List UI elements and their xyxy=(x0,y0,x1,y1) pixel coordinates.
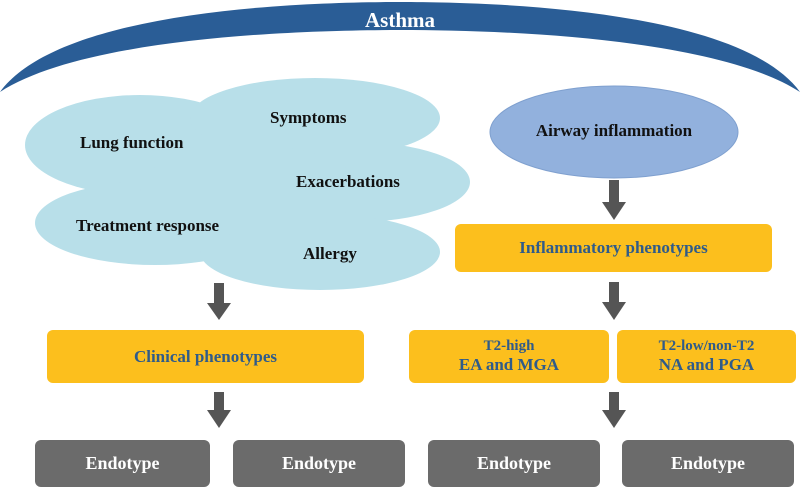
cloud-label-treatment-response: Treatment response xyxy=(76,216,220,235)
arrow-inflammatory-to-t2 xyxy=(602,282,626,320)
t2-low-line1: T2-low/non-T2 xyxy=(658,338,755,354)
endotype-box-1: Endotype xyxy=(35,440,210,487)
cloud-label-symptoms: Symptoms xyxy=(270,108,347,127)
t2-low-line2: NA and PGA xyxy=(658,355,755,374)
arrow-airway-to-inflammatory xyxy=(602,180,626,220)
cloud-label-lung-function: Lung function xyxy=(80,133,184,152)
airway-inflammation-oval xyxy=(489,85,739,179)
clinical-phenotypes-box: Clinical phenotypes xyxy=(47,330,364,383)
endotype-box-3: Endotype xyxy=(428,440,600,487)
inflammatory-phenotypes-label: Inflammatory phenotypes xyxy=(519,238,708,257)
t2-high-line2: EA and MGA xyxy=(458,355,560,374)
airway-inflammation-label: Airway inflammation xyxy=(535,121,693,140)
asthma-title: Asthma xyxy=(364,8,435,32)
clinical-phenotypes-label: Clinical phenotypes xyxy=(133,346,278,366)
arrows xyxy=(207,180,626,428)
endotype-box-4: Endotype xyxy=(622,440,794,487)
t2-high-box: T2-high EA and MGA xyxy=(409,330,609,383)
arrow-t2-to-endotype xyxy=(602,392,626,428)
cloud-label-exacerbations: Exacerbations xyxy=(296,172,400,191)
clinical-cloud xyxy=(25,78,470,290)
t2-low-box: T2-low/non-T2 NA and PGA xyxy=(617,330,796,383)
cloud-label-allergy: Allergy xyxy=(303,244,357,263)
endotype-box-2: Endotype xyxy=(233,440,405,487)
arrow-clinical-to-endotype xyxy=(207,392,231,428)
inflammatory-phenotypes-box: Inflammatory phenotypes xyxy=(455,224,772,272)
asthma-arc xyxy=(0,2,800,92)
arrow-cloud-to-clinical xyxy=(207,283,231,320)
t2-high-line1: T2-high xyxy=(483,338,535,354)
